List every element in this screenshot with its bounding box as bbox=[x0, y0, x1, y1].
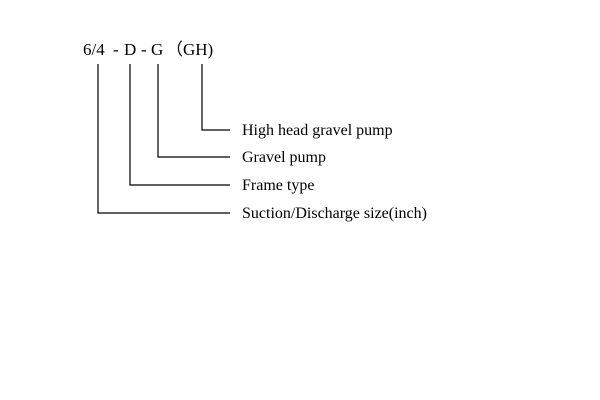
code-separator-1: - bbox=[113, 40, 119, 59]
code-frame: D bbox=[124, 40, 137, 59]
label-size: Suction/Discharge size(inch) bbox=[242, 205, 427, 222]
label-high-head: High head gravel pump bbox=[242, 122, 393, 139]
code-size: 6/4 bbox=[83, 40, 105, 59]
code-variant: （GH) bbox=[166, 40, 214, 59]
label-gravel: Gravel pump bbox=[242, 149, 326, 166]
connector-size bbox=[97, 64, 230, 214]
connector-gravel bbox=[157, 64, 230, 158]
code-separator-2: - bbox=[141, 40, 147, 59]
code-type: G bbox=[151, 40, 164, 59]
connector-frame bbox=[129, 64, 230, 186]
connector-high-head bbox=[201, 64, 230, 131]
label-frame: Frame type bbox=[242, 177, 315, 194]
